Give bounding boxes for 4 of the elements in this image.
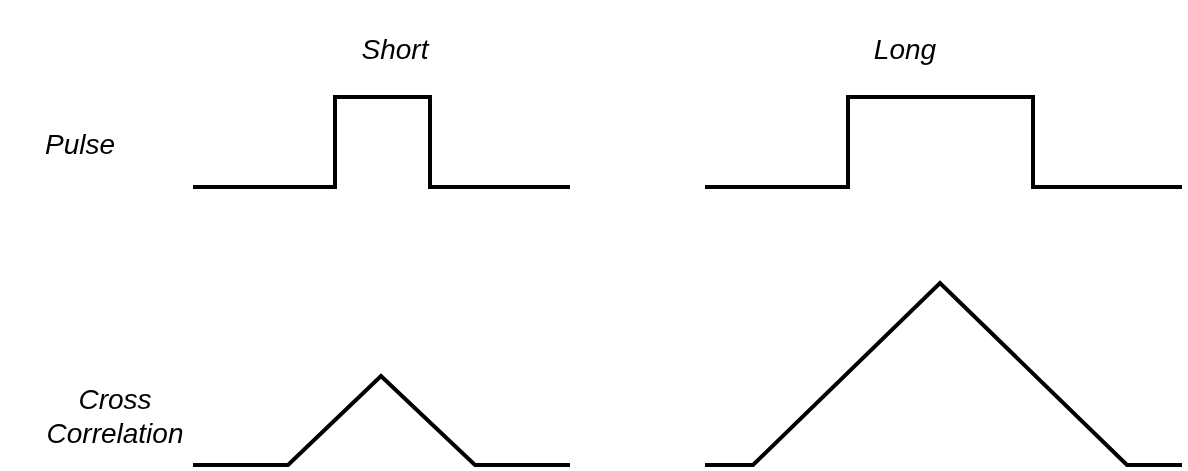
column-heading: Long [872, 33, 938, 67]
row-heading: Pulse [43, 128, 116, 162]
column-heading: Short [360, 33, 431, 67]
row-heading: Cross Correlation [45, 383, 185, 451]
